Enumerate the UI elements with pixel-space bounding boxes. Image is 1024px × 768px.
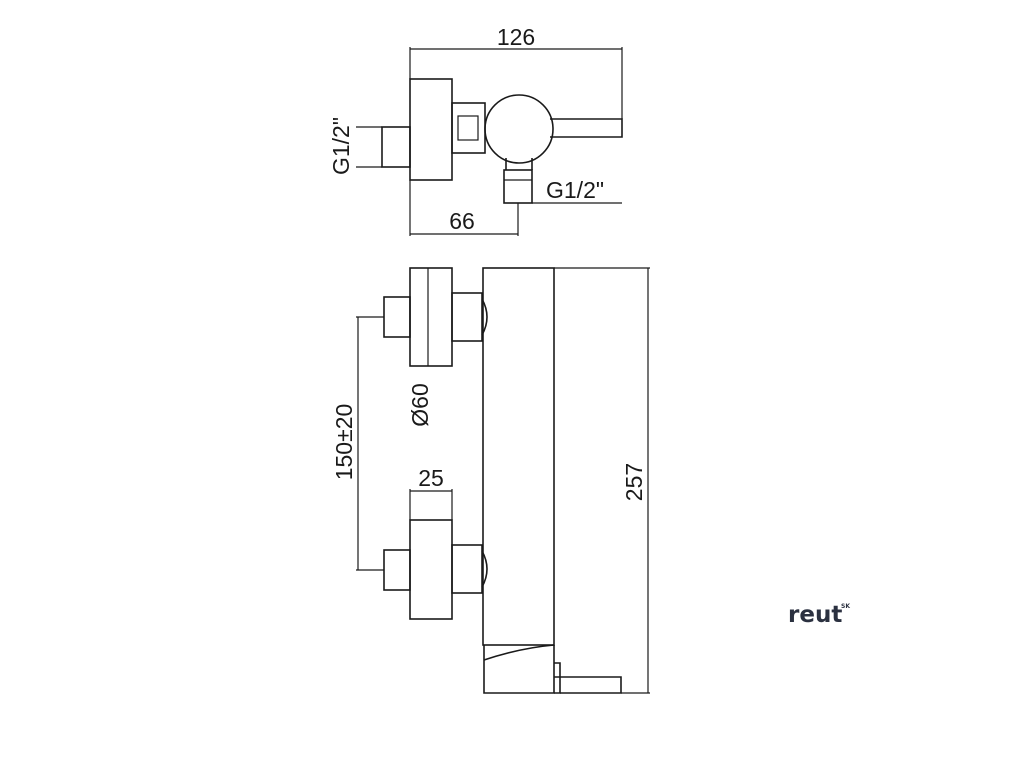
front-lever-top (554, 662, 561, 694)
brand-logo: reut SK (788, 602, 850, 628)
dim-257-label: 257 (621, 463, 647, 501)
lower-flange (409, 519, 453, 620)
brand-logo-suffix: SK (841, 603, 850, 610)
upper-connector (451, 292, 483, 342)
top-lever (550, 118, 623, 138)
mixer-spout (483, 645, 555, 694)
upper-inlet-pipe (383, 296, 411, 338)
top-connector-inner (457, 115, 479, 141)
mixer-spout-curve (483, 644, 555, 661)
top-outlet (503, 169, 533, 204)
dim-126-label: 126 (497, 24, 535, 50)
flange-diameter-label: Ø60 (407, 383, 433, 426)
upper-flange (409, 267, 453, 367)
top-outlet-neck (505, 158, 533, 170)
lower-inlet-pipe (383, 549, 411, 591)
front-lever (554, 676, 622, 694)
front-view: 257 150±20 Ø60 25 (331, 267, 650, 694)
brand-logo-text: reut (788, 602, 842, 628)
lower-connector (451, 544, 483, 594)
outlet-thread-label: G1/2" (546, 177, 604, 203)
dim-150-label: 150±20 (331, 404, 357, 481)
mixer-body (482, 267, 555, 646)
top-view: 126 66 G1/2" G1/2" (328, 24, 623, 236)
dim-25-label: 25 (418, 465, 444, 491)
top-wall-flange (409, 78, 453, 181)
top-mixer-body (484, 94, 554, 164)
top-inlet-pipe (381, 126, 411, 168)
inlet-thread-label: G1/2" (328, 117, 354, 175)
top-connector (451, 102, 486, 154)
dim-66-label: 66 (449, 208, 475, 234)
